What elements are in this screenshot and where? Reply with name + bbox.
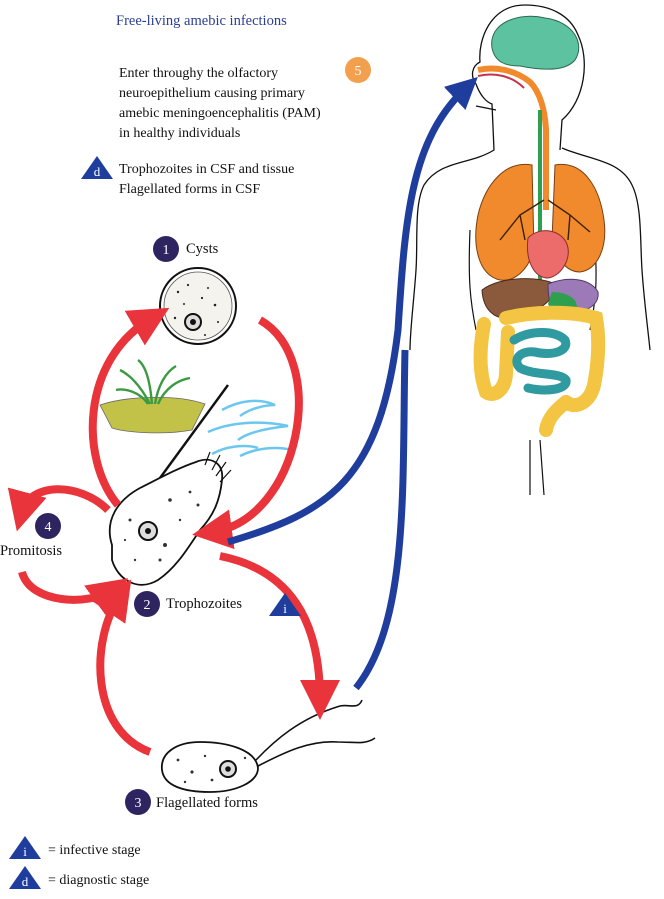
stage-1-badge: 1 — [153, 236, 179, 262]
svg-text:4: 4 — [45, 520, 52, 535]
arrow-cyst-to-trophozoite — [192, 316, 303, 550]
entry-line: neuroepithelium causing primary — [119, 86, 305, 101]
svg-text:d: d — [94, 164, 101, 179]
cyst-illustration — [159, 267, 237, 345]
svg-text:5: 5 — [355, 64, 362, 79]
brain-organ — [491, 15, 580, 70]
water-waves-icon — [207, 399, 293, 458]
svg-text:d: d — [22, 874, 29, 889]
flagellated-forms-label: Flagellated forms — [156, 795, 258, 811]
flagellate-illustration — [161, 699, 376, 793]
stage-2-badge: 2 — [134, 591, 160, 617]
arrow-promitosis-in — [18, 570, 129, 618]
heart-organ — [526, 230, 569, 279]
arrow-promitosis-out — [7, 485, 111, 532]
soil-grass-illustration — [99, 359, 206, 434]
stage-3-badge: 3 — [125, 789, 151, 815]
arrow-flagellate-to-trophozoite — [92, 579, 152, 756]
promitosis-label: Promitosis — [0, 543, 63, 559]
trophozoite-illustration — [108, 451, 232, 586]
cysts-label: Cysts — [186, 241, 219, 257]
legend-infective-triangle-icon: i — [9, 836, 41, 859]
svg-text:1: 1 — [163, 243, 170, 258]
svg-text:2: 2 — [144, 598, 151, 613]
arrow-trophozoite-to-nose — [227, 77, 478, 546]
step-5-badge: 5 — [345, 57, 371, 83]
entry-line: amebic meningoencephalitis (PAM) — [119, 106, 321, 121]
legend-diagnostic-label: = diagnostic stage — [48, 873, 150, 888]
trophozoites-label: Trophozoites — [166, 596, 242, 612]
entry-line: in healthy individuals — [119, 126, 241, 141]
arrow-flagellate-to-nose — [353, 349, 409, 691]
diagnostic-line: Trophozoites in CSF and tissue — [119, 162, 295, 177]
life-cycle-arrows — [7, 307, 340, 756]
svg-text:i: i — [23, 844, 27, 859]
diagnostic-line: Flagellated forms in CSF — [119, 182, 261, 197]
diagnostic-triangle-icon: d — [81, 156, 113, 179]
stage-4-badge: 4 — [35, 513, 61, 539]
svg-text:3: 3 — [135, 796, 142, 811]
svg-text:i: i — [283, 601, 287, 616]
arrow-trophozoite-to-cyst — [88, 307, 170, 508]
legend-diagnostic-triangle-icon: d — [9, 866, 41, 889]
arrow-trophozoite-to-flagellate — [219, 552, 340, 720]
entry-line: Enter throughy the olfactory — [119, 66, 279, 81]
intestines-organ — [473, 305, 606, 437]
infection-route-arrows — [227, 77, 478, 691]
divider-line — [159, 384, 229, 479]
diagram-title: Free-living amebic infections — [116, 13, 287, 29]
legend-infective-label: = infective stage — [48, 843, 141, 858]
infective-triangle-icon: i — [269, 593, 301, 616]
